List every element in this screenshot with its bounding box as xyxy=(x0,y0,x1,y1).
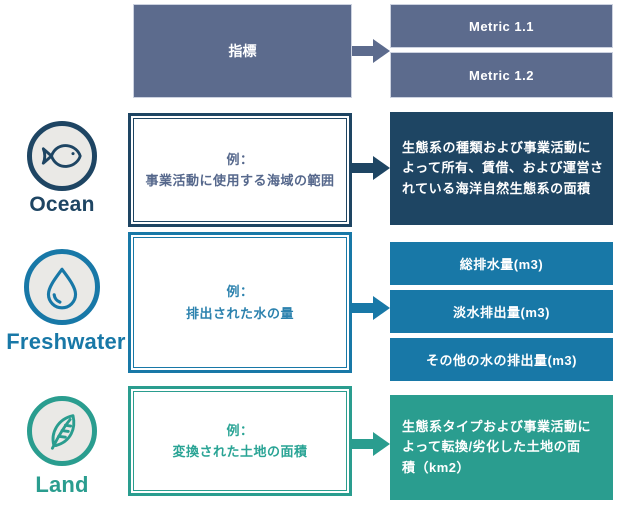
freshwater-example-title: 例： xyxy=(226,284,254,300)
land-output-line: 積（km2） xyxy=(402,459,471,475)
freshwater-output-label: 淡水排出量(m3) xyxy=(453,305,550,320)
freshwater-output-box-2: 淡水排出量(m3) xyxy=(390,290,613,333)
land-icon-badge xyxy=(27,396,97,466)
freshwater-row-label: Freshwater xyxy=(6,329,126,354)
arrow-right-icon xyxy=(352,429,390,459)
arrow-right-icon xyxy=(352,293,390,323)
leaf-icon xyxy=(39,408,85,454)
ocean-row-label: Ocean xyxy=(29,193,95,216)
freshwater-output-box-3: その他の水の排出量(m3) xyxy=(390,338,613,381)
arrow-right-icon xyxy=(352,153,390,183)
land-example-body: 変換された土地の面積 xyxy=(172,444,308,459)
freshwater-example-body: 排出された水の量 xyxy=(185,305,294,321)
droplet-icon xyxy=(37,262,87,312)
land-output-box: 生態系タイプおよび事業活動に よって転換/劣化した土地の面 積（km2） xyxy=(390,395,613,500)
land-row-label: Land xyxy=(35,472,89,497)
ocean-example-box: 例： 事業活動に使用する海域の範囲 xyxy=(128,113,352,227)
metric-1-1-label: Metric 1.1 xyxy=(469,18,534,34)
arrow-right-icon xyxy=(352,36,390,66)
land-output-line: 生態系タイプおよび事業活動に xyxy=(402,419,592,435)
ocean-output-line: れている海洋自然生態系の面積 xyxy=(402,180,591,196)
metric-1-2-label: Metric 1.2 xyxy=(469,67,534,83)
ocean-output-line: よって所有、賃借、および運営さ xyxy=(402,160,604,176)
ocean-example-body: 事業活動に使用する海域の範囲 xyxy=(145,173,335,188)
freshwater-example-box: 例： 排出された水の量 xyxy=(128,232,352,373)
ocean-example-title: 例： xyxy=(226,151,254,167)
land-output-line: よって転換/劣化した土地の面 xyxy=(402,439,581,455)
ocean-output-box: 生態系の種類および事業活動に よって所有、賃借、および運営さ れている海洋自然生… xyxy=(390,112,613,225)
fish-icon xyxy=(39,133,85,179)
freshwater-output-box-1: 総排水量(m3) xyxy=(390,242,613,285)
freshwater-output-label: 総排水量(m3) xyxy=(459,257,544,272)
land-example-title: 例： xyxy=(226,422,254,438)
metric-1-1-box: Metric 1.1 xyxy=(390,4,613,48)
land-example-box: 例： 変換された土地の面積 xyxy=(128,386,352,496)
freshwater-icon-badge xyxy=(24,249,100,325)
ocean-icon-badge xyxy=(27,121,97,191)
freshwater-output-label: その他の水の排出量(m3) xyxy=(426,353,577,368)
indicator-source-box: 指標 xyxy=(133,4,352,98)
ocean-output-line: 生態系の種類および事業活動に xyxy=(402,140,592,156)
metric-1-2-box: Metric 1.2 xyxy=(390,52,613,98)
indicator-source-label: 指標 xyxy=(228,43,257,59)
